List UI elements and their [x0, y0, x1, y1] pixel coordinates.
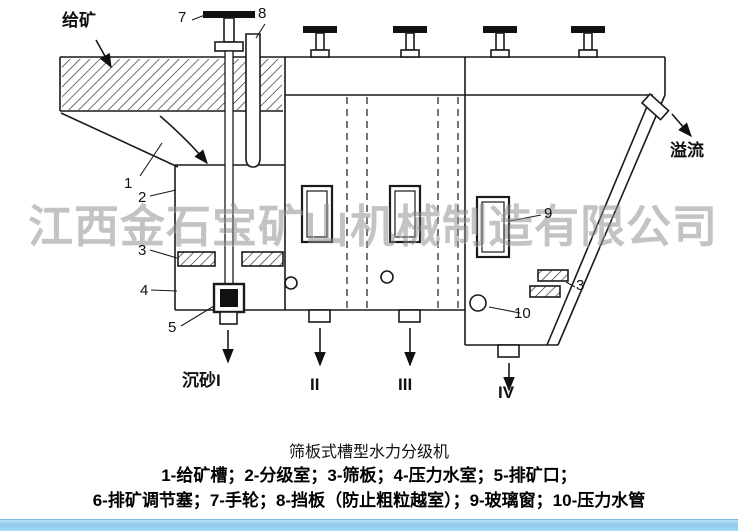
sieve-plate-left [177, 251, 284, 267]
label-sink-3: III [398, 375, 413, 394]
diagram-title: 筛板式槽型水力分级机 [288, 444, 449, 461]
flow-arrows [95, 39, 692, 392]
part-number-4: 4 [140, 282, 149, 299]
glass-window-9 [475, 195, 511, 259]
leader-lines [139, 14, 576, 327]
label-feed: 给矿 [62, 11, 96, 30]
glass-window [388, 184, 422, 244]
chamber-baffles-dashed [346, 97, 459, 308]
sieve-plate-right [529, 269, 569, 298]
baffle-tube [245, 33, 261, 168]
overflow-lip [640, 92, 670, 121]
part-number-8: 8 [258, 5, 267, 22]
part-number-3: 3 [138, 242, 147, 259]
part-number-5: 5 [168, 319, 177, 336]
part-number-1: 1 [124, 175, 133, 192]
label-overflow: 溢流 [670, 141, 704, 160]
discharge-spouts [308, 309, 520, 358]
part-number-7: 7 [178, 9, 187, 26]
label-sink-1: 沉砂I [182, 371, 221, 390]
part-number-9: 9 [544, 205, 553, 222]
label-sink-2: II [310, 375, 320, 394]
legend-line-2: 6-排矿调节塞；7-手轮；8-挡板（防止粗粒越室）；9-玻璃窗；10-压力水管 [92, 491, 646, 510]
control-rod [224, 50, 234, 286]
part-number-2: 2 [138, 189, 147, 206]
valve-handwheel-icons [303, 26, 605, 58]
classifier-diagram [59, 11, 692, 392]
discharge-plug [212, 282, 246, 325]
legend-line-1: 1-给矿槽；2-分级室；3-筛板；4-压力水室；5-排矿口； [161, 466, 577, 485]
glass-window [300, 184, 334, 244]
bottom-blue-bar [0, 519, 738, 531]
label-sink-4: IV [498, 383, 515, 402]
part-number-10: 10 [514, 305, 531, 322]
part-number-3-right: 3 [576, 277, 585, 294]
water-pipe-inlet-icon [284, 270, 487, 312]
